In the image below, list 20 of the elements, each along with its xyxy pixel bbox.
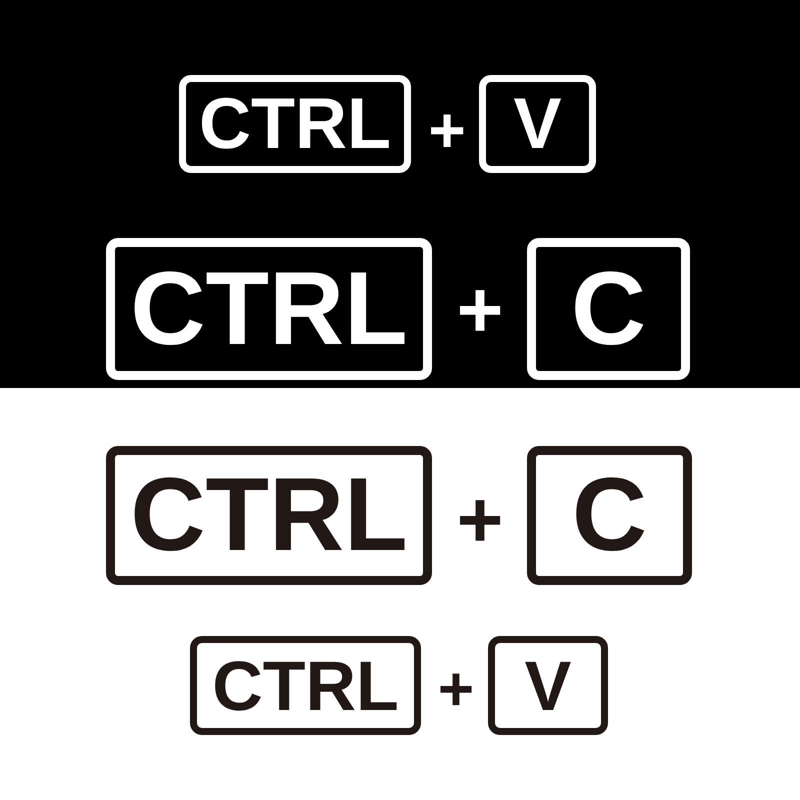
key-cap — [479, 75, 596, 173]
plus-sign: + — [438, 659, 474, 721]
plus-sign: + — [456, 480, 504, 560]
key-cap — [106, 446, 432, 585]
key-label: V — [524, 646, 572, 726]
plus-sign: + — [428, 98, 466, 162]
key-label: V — [513, 83, 562, 165]
key-label: C — [572, 456, 648, 575]
key-cap — [179, 75, 411, 173]
key-cap — [527, 238, 690, 380]
key-cap — [106, 238, 432, 380]
key-cap — [190, 636, 421, 735]
key-label: C — [570, 250, 646, 368]
key-cap — [527, 446, 692, 585]
key-label: CTRL — [212, 646, 399, 726]
key-cap — [488, 636, 608, 735]
key-label: CTRL — [199, 83, 391, 165]
plus-sign: + — [456, 270, 504, 350]
key-label: CTRL — [130, 250, 408, 368]
key-label: CTRL — [130, 456, 408, 575]
